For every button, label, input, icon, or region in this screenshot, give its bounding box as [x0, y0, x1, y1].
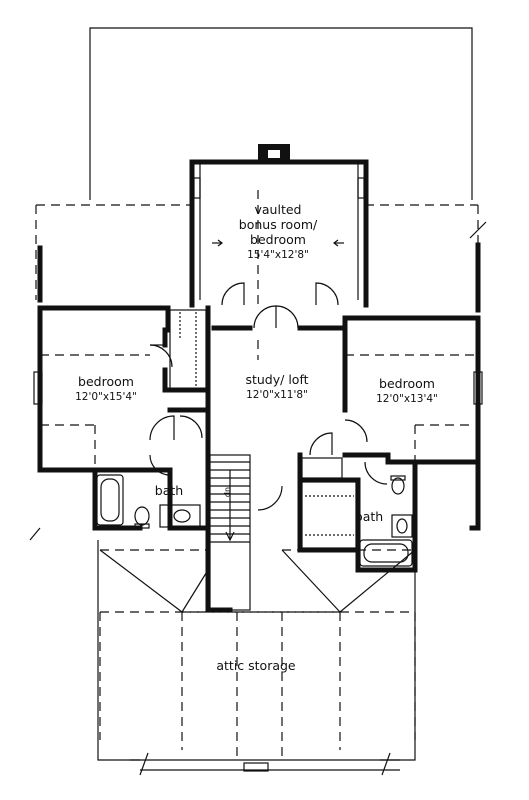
closets [169, 309, 357, 549]
bonus-room-dims: 15'4"x12'8" [247, 249, 309, 261]
left-bedroom-label: bedroom [78, 374, 134, 389]
roof-outline [89, 27, 473, 200]
central-walls [92, 305, 418, 613]
staircase: dn [209, 454, 251, 611]
bonus-room-arrows [212, 239, 344, 247]
left-bedroom-walls [29, 245, 171, 541]
bonus-room-label-line2: bonus room/ [239, 217, 318, 232]
right-bedroom-label: bedroom [379, 376, 435, 391]
study-label: study/ loft [245, 372, 308, 387]
stair-dn-label: dn [223, 487, 232, 497]
bonus-room-label-line1: vaulted [255, 202, 302, 217]
attic-outline [97, 540, 416, 776]
right-bath-label: bath [355, 509, 383, 524]
attic-storage-label: attic storage [216, 658, 296, 673]
left-bath-label: bath [155, 483, 183, 498]
right-bedroom-walls [342, 221, 487, 531]
right-bedroom-dims: 12'0"x13'4" [376, 393, 438, 405]
doors [149, 282, 388, 511]
bonus-room-label-line3: bedroom [250, 232, 306, 247]
bath-fixtures [96, 474, 413, 567]
study-dims: 12'0"x11'8" [246, 389, 308, 401]
left-bedroom-dims: 12'0"x15'4" [75, 391, 137, 403]
bonus-room-walls [189, 144, 369, 308]
